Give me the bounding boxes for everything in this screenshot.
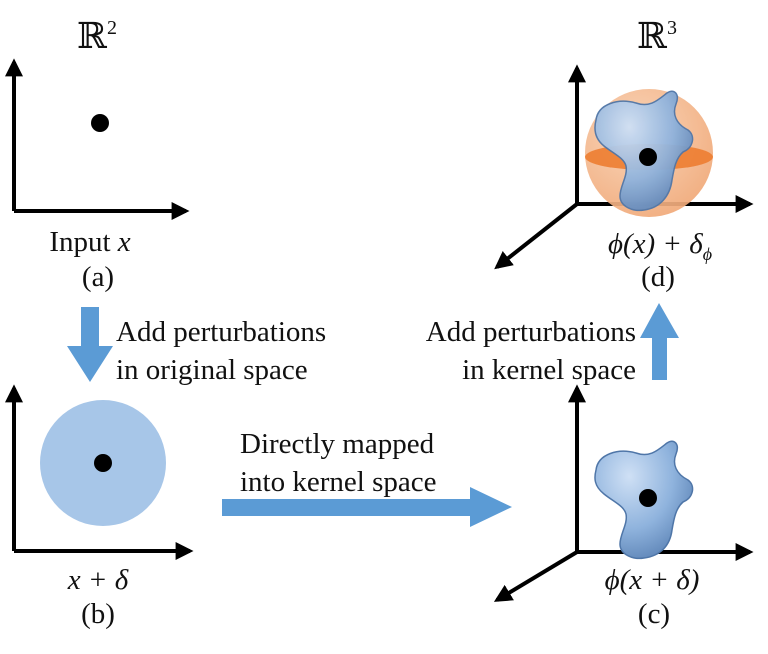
arrow-c-to-d-line2: in kernel space: [462, 354, 636, 386]
panel-d-tag: (d): [641, 261, 675, 293]
r2-symbol: ℝ: [77, 16, 107, 56]
arrow-b-to-c-line1: Directly mapped: [240, 428, 435, 460]
panel-d-caption: ϕ(x) + δϕ: [608, 230, 712, 263]
panel-a-caption: Input x: [49, 228, 130, 257]
arrow-a-to-b-line1: Add perturbations: [116, 316, 327, 348]
panel-c-tag: (c): [637, 598, 671, 630]
arrow-c-to-d: [640, 303, 679, 380]
arrow-a-to-b-label: Add perturbations in original space: [116, 313, 326, 389]
panel-b-caption: x + δ: [67, 564, 129, 596]
arrow-a-to-b: [67, 307, 113, 382]
space-label-r2: ℝ2: [77, 18, 117, 54]
panel-a-axes: [5, 58, 190, 220]
space-label-r3: ℝ3: [637, 18, 677, 54]
panel-a-tag: (a): [81, 261, 115, 293]
arrow-b-to-c-label: Directly mapped into kernel space: [240, 425, 436, 501]
arrow-b-to-c: [222, 487, 512, 527]
arrow-c-to-d-label: Add perturbations in kernel space: [426, 313, 636, 389]
r3-symbol: ℝ: [637, 16, 667, 56]
panel-a-caption-var: x: [117, 226, 131, 258]
panel-c-point: [639, 489, 657, 507]
panel-b-point: [94, 454, 112, 472]
arrow-b-to-c-line2: into kernel space: [240, 466, 437, 498]
r2-exponent: 2: [106, 17, 117, 39]
panel-a-point: [91, 114, 109, 132]
panel-a-caption-text: Input: [49, 226, 111, 258]
arrow-c-to-d-line1: Add perturbations: [425, 316, 636, 348]
arrow-a-to-b-line2: in original space: [116, 354, 308, 386]
r3-exponent: 3: [666, 17, 677, 39]
panel-b-tag: (b): [81, 598, 115, 630]
panel-c-axes: [493, 384, 754, 602]
panel-b-axes: [5, 384, 194, 560]
panel-d-caption-sub: ϕ: [702, 243, 713, 264]
panel-c-caption: ϕ(x + δ): [604, 564, 700, 596]
panel-d-caption-main: ϕ(x) + δ: [607, 228, 703, 260]
panel-d-point: [639, 148, 657, 166]
